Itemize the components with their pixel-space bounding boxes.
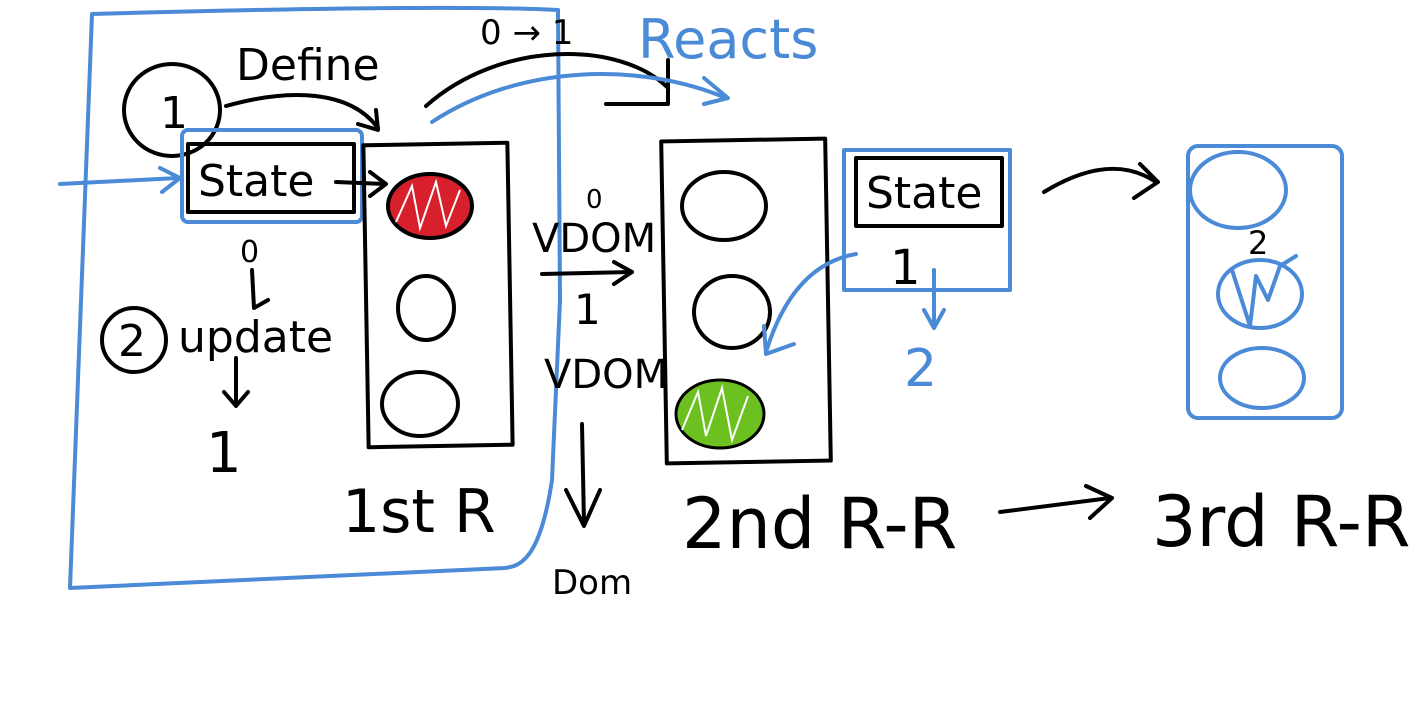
first-render-label: 1st R — [342, 477, 496, 547]
state-right-label: State — [866, 168, 982, 219]
to-third-arrow — [1042, 166, 1158, 194]
vdom-one: 1 — [574, 285, 601, 334]
state-to-green-arrow-head — [762, 324, 796, 356]
update-result: 1 — [206, 421, 242, 486]
reacts-arrow-head — [702, 76, 730, 106]
state-left-label: State — [198, 156, 314, 207]
light-3-middle-scribble — [1230, 254, 1298, 328]
state-to-green-arrow — [764, 252, 858, 354]
light-1-red-scribble — [395, 178, 461, 232]
define-label: Define — [236, 40, 380, 91]
state-left-box — [186, 142, 356, 214]
light-3-middle — [1216, 258, 1304, 330]
define-arrow — [224, 93, 380, 130]
vdom-a: VDOM — [532, 216, 656, 262]
state-right-value: 1 — [890, 240, 921, 296]
third-rerender-label: 3rd R-R — [1152, 481, 1410, 563]
step2-circle — [100, 306, 168, 374]
zero-to-update-arrow — [250, 268, 270, 310]
transition-arrow — [424, 52, 670, 108]
define-arrow-head — [356, 108, 380, 132]
light-2-top — [680, 170, 768, 242]
to-third-arrow-head — [1132, 162, 1160, 200]
rerender-arrow — [998, 496, 1112, 514]
state-zero: 0 — [240, 235, 259, 270]
state-to-light-arrow-head — [368, 170, 388, 198]
transition-arrow-head — [604, 58, 670, 106]
state-right-next: 2 — [904, 339, 937, 399]
vdom-b: VDOM — [544, 352, 668, 398]
reacts-label: Reacts — [638, 8, 818, 71]
traffic-light-2 — [659, 136, 833, 466]
light-1-middle — [396, 274, 456, 342]
dom-label: Dom — [552, 563, 632, 603]
traffic-light-3 — [1186, 144, 1344, 420]
vdom-zero: 0 — [586, 185, 603, 215]
light-1-bottom — [380, 370, 460, 438]
state-right-outline — [842, 148, 1012, 292]
light-1-red — [386, 172, 474, 240]
second-rerender-label: 2nd R-R — [682, 483, 957, 565]
first-render-boundary — [68, 5, 562, 590]
transition-label: 0 → 1 — [480, 13, 573, 53]
step2-label: 2 — [118, 316, 146, 367]
light-2-middle — [692, 274, 772, 350]
dom-arrow — [580, 422, 586, 526]
rerender-arrow-head — [1084, 484, 1114, 520]
update-label: update — [178, 312, 333, 363]
step1-circle — [122, 62, 222, 158]
state-right-box — [854, 156, 1004, 228]
vdom-arrow — [540, 270, 634, 276]
light-2-green-scribble — [681, 384, 749, 444]
light-3-top — [1188, 150, 1288, 230]
update-arrow-head — [222, 390, 250, 408]
traffic-light-1 — [361, 140, 515, 450]
vdom-arrow-head — [612, 260, 634, 286]
state-right-next-arrow-head — [922, 308, 946, 330]
incoming-arrow — [58, 176, 180, 186]
dom-arrow-head — [564, 488, 602, 528]
reacts-arrow — [430, 72, 728, 124]
state-to-light-arrow — [334, 180, 386, 186]
light-3-bottom — [1218, 346, 1306, 410]
third-value: 2 — [1248, 224, 1268, 262]
